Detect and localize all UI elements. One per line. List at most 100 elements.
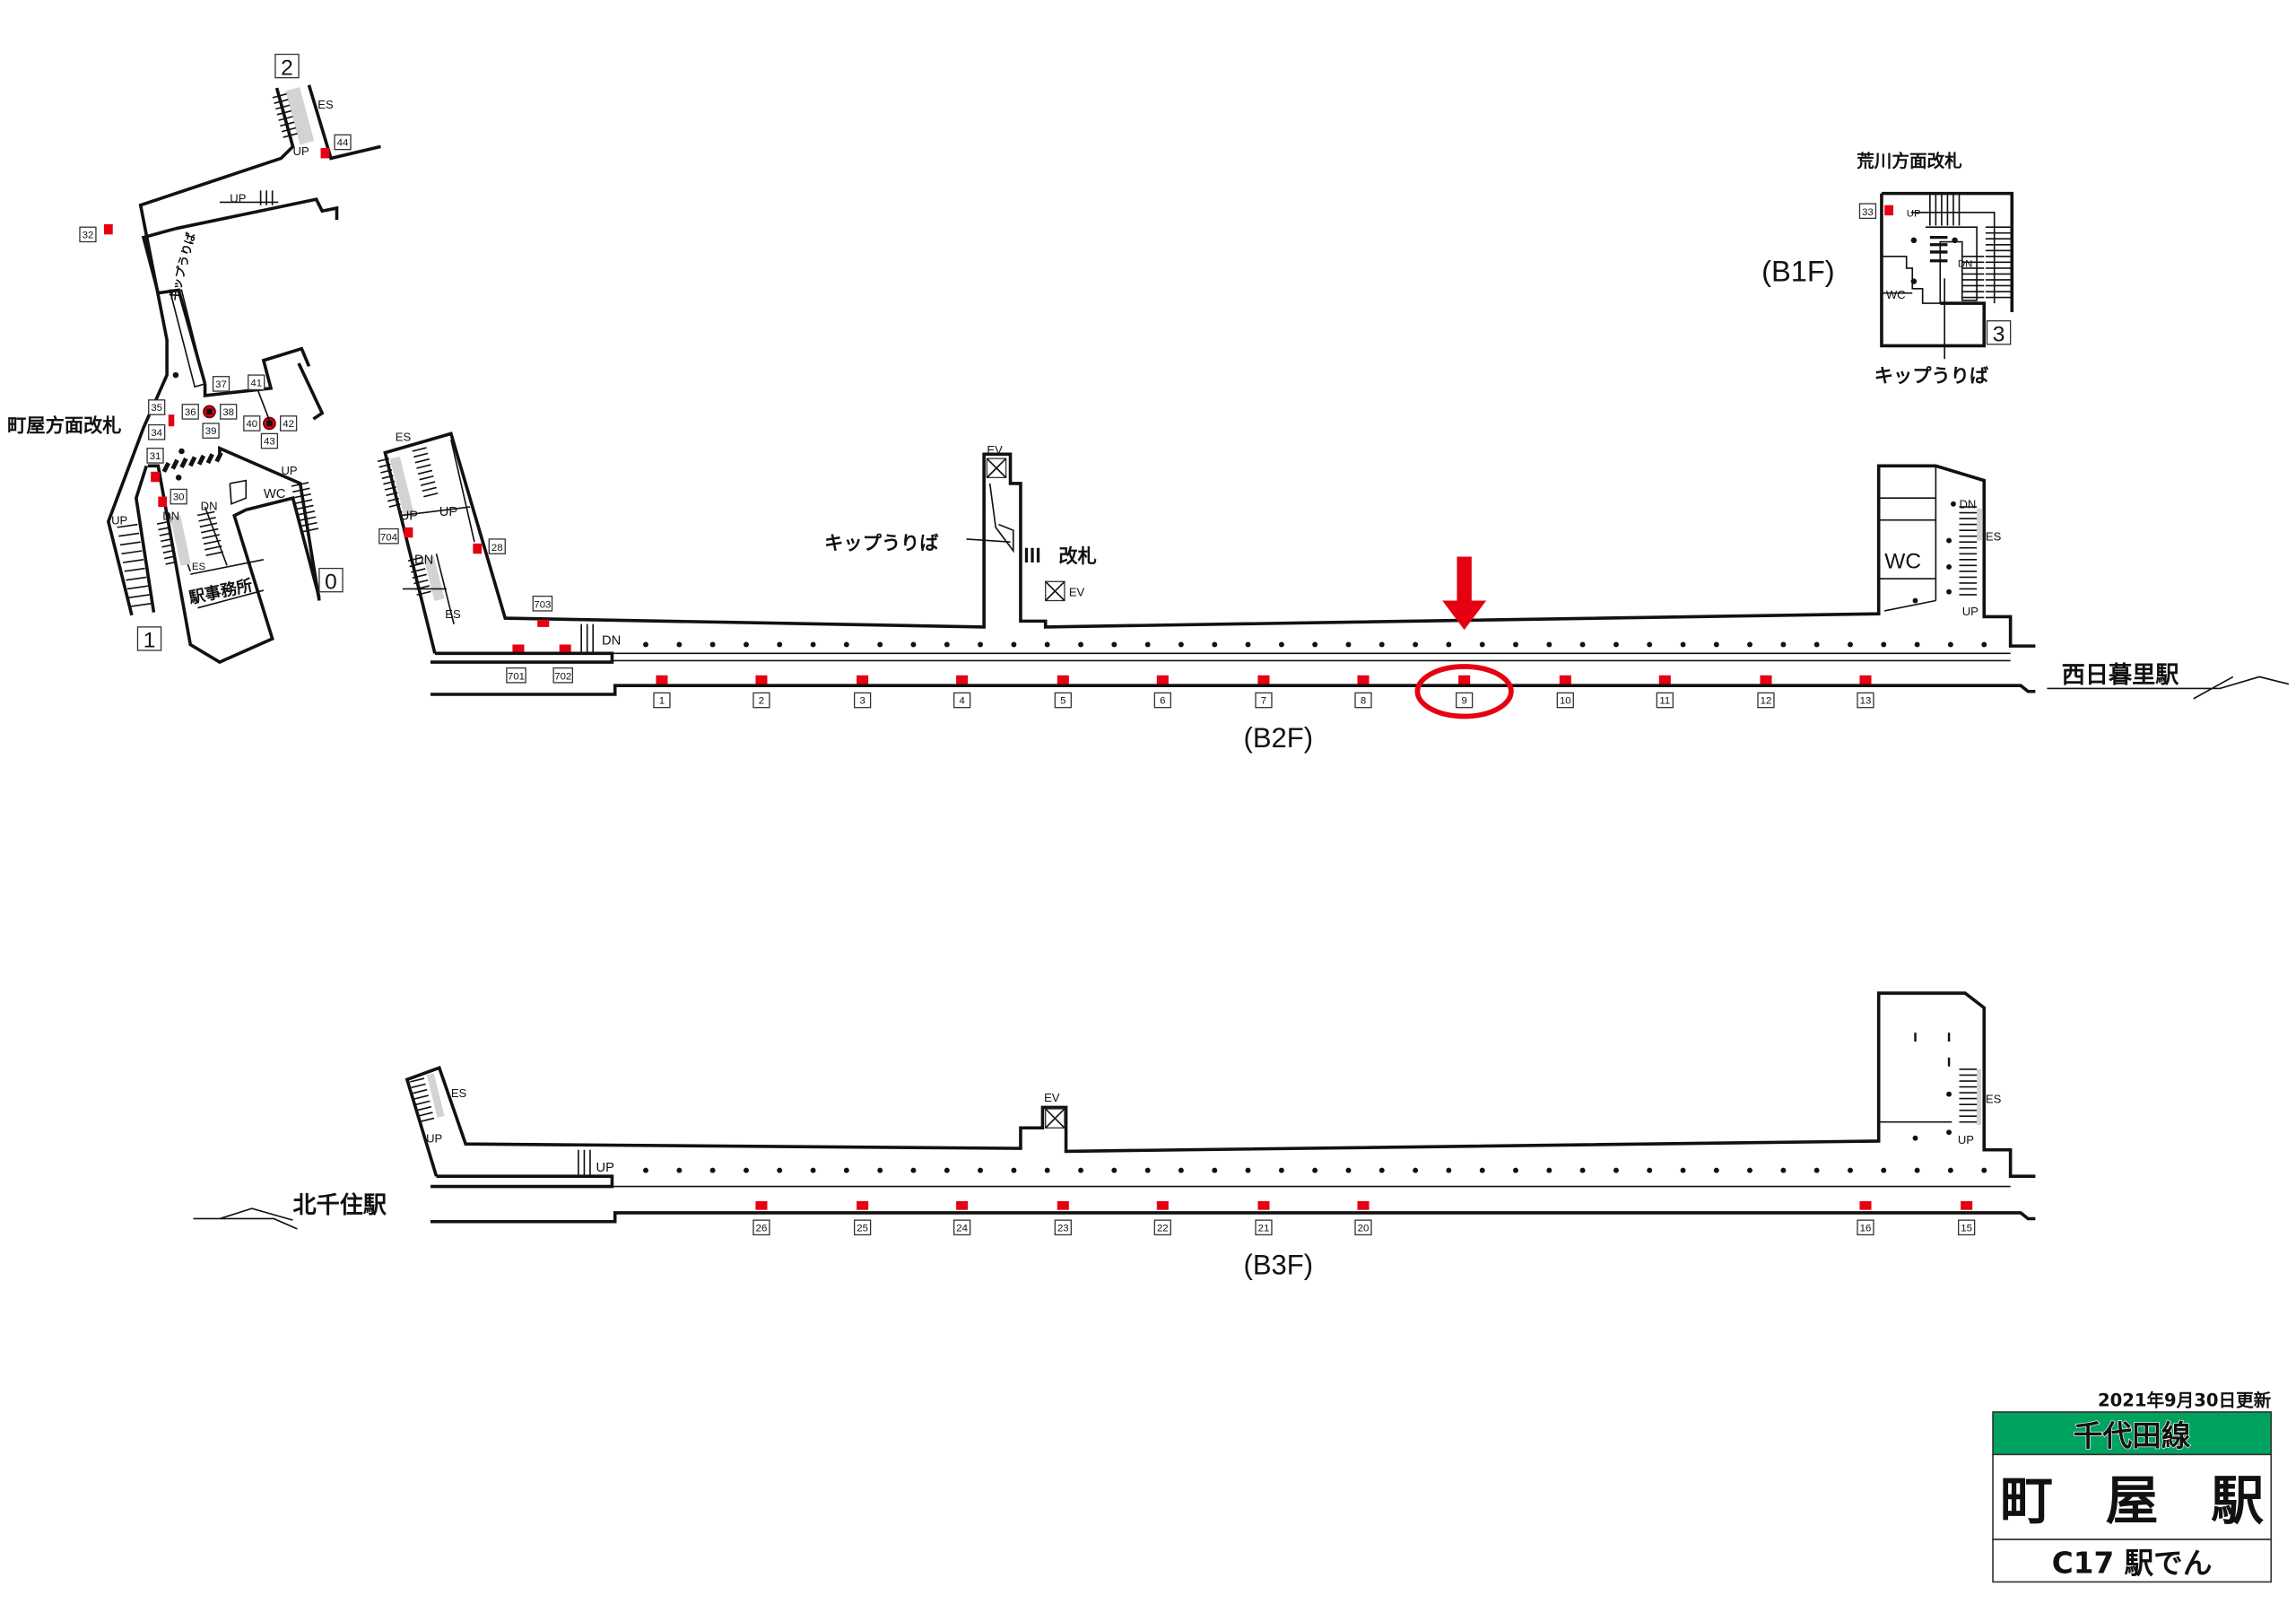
dn-label: DN <box>1958 258 1972 269</box>
pillar-dot <box>1111 641 1118 648</box>
marker-number: 31 <box>150 451 161 462</box>
pillar-dot <box>978 1167 983 1173</box>
pillar-dot <box>1413 1167 1419 1173</box>
car-number: 22 <box>1157 1223 1169 1234</box>
pillar-dot <box>1881 641 1887 648</box>
pillar-dot <box>643 1167 648 1173</box>
pillar-dot <box>1078 1167 1083 1173</box>
car-number-box <box>1255 1219 1273 1236</box>
up-label: UP <box>1958 1133 1974 1146</box>
car-number: 26 <box>756 1223 768 1234</box>
car-number: 9 <box>1461 696 1466 707</box>
up-label: UP <box>596 1161 614 1175</box>
car-door-marker <box>956 675 969 684</box>
marker-number: 39 <box>205 426 217 437</box>
up-label: UP <box>426 1132 442 1146</box>
pillar-dot <box>1947 641 1953 648</box>
pillar-dot <box>777 641 783 648</box>
car-number-box <box>1656 692 1674 709</box>
dn-label: DN <box>602 633 621 648</box>
up-label: UP <box>1907 209 1921 220</box>
nishinippori-direction-label: 西日暮里駅 <box>2062 662 2179 689</box>
marker-number: 43 <box>264 437 275 448</box>
car-number: 15 <box>1961 1223 1972 1234</box>
car-number-box <box>1757 692 1775 709</box>
car-door-marker <box>1458 675 1471 684</box>
car-number: 25 <box>857 1223 868 1234</box>
car-door-marker <box>1658 675 1671 684</box>
marker-number: 42 <box>283 419 294 430</box>
pillar-dot <box>1178 1167 1184 1173</box>
es-label: ES <box>396 431 412 444</box>
line-name: 千代田線 <box>2074 1419 2191 1453</box>
pillar-dot <box>709 641 716 648</box>
car-number-box <box>1255 692 1273 709</box>
up-label: UP <box>230 191 246 205</box>
pillar-dot <box>1513 1167 1518 1173</box>
pillar-dot <box>1378 641 1385 648</box>
up-label: UP <box>1962 605 1979 618</box>
exit-2-label: 2 <box>281 56 293 80</box>
up-label: UP <box>400 510 419 524</box>
exit-0-label: 0 <box>325 570 337 594</box>
pillar-dot <box>1245 641 1251 648</box>
car-number-box <box>953 1219 971 1236</box>
red-arrow-icon <box>1442 556 1487 631</box>
arakawa-gate-label: 荒川方面改札 <box>1856 151 1962 171</box>
pillar-dot <box>676 1167 683 1173</box>
pillar-dot <box>1312 1167 1318 1173</box>
pillar-dot <box>944 1167 950 1173</box>
car-number-box <box>1054 1219 1072 1236</box>
pillar-dot <box>1848 641 1853 648</box>
marker-number: 38 <box>222 407 234 418</box>
pillar-dot <box>1713 1167 1719 1173</box>
pillar-dot <box>944 641 950 648</box>
car-door-marker <box>755 675 768 684</box>
car-number-box <box>1556 692 1574 709</box>
pillar-dot <box>1914 641 1920 648</box>
pillar-dot <box>1011 641 1017 648</box>
car-number-box <box>653 692 671 709</box>
car-number: 3 <box>859 696 865 707</box>
pillar-dot <box>1848 1167 1853 1173</box>
car-number: 4 <box>959 696 965 707</box>
car-number: 21 <box>1258 1223 1270 1234</box>
car-door-marker <box>1859 675 1872 684</box>
pillar-dot <box>877 1167 883 1173</box>
marker-number: 32 <box>83 230 94 240</box>
pillar-dot <box>1479 1167 1485 1173</box>
marker-702-number: 702 <box>554 672 571 683</box>
pillar-dot <box>1647 1167 1653 1173</box>
pillar-dot <box>1212 1167 1218 1173</box>
station-info-box: 2021年9月30日更新 千代田線 町 屋 駅 C17 駅でん <box>1992 1390 2273 1583</box>
pillar-dot <box>1144 1167 1151 1173</box>
es-label: ES <box>1986 530 2002 544</box>
up-label: UP <box>281 464 297 477</box>
dn-label: DN <box>1959 498 1976 511</box>
pillar-dot <box>810 641 816 648</box>
car-door-marker <box>1057 1200 1069 1210</box>
es-label: ES <box>317 98 334 111</box>
car-number: 5 <box>1060 696 1065 707</box>
ticket-machines-left-label: キップうりば <box>168 231 199 303</box>
marker-number: 40 <box>246 419 257 430</box>
machiya-gate-label: 町屋方面改札 <box>7 414 121 438</box>
car-number: 1 <box>659 696 665 707</box>
marker-number: 44 <box>337 138 349 149</box>
wc-label: WC <box>1886 288 1906 301</box>
exit-3: 3 <box>1986 320 2012 347</box>
current-position-highlight <box>1414 556 1514 719</box>
station-office-label: 駅事務所 <box>187 575 255 608</box>
b1f-arakawa-concourse: 33 <box>1858 191 2014 360</box>
pillar-dot <box>1446 1167 1452 1173</box>
marker-number: 36 <box>185 407 196 418</box>
pillar-dot <box>1513 641 1518 648</box>
pillar-dot <box>1546 641 1552 648</box>
car-door-marker <box>857 675 869 684</box>
car-number-box <box>1857 692 1874 709</box>
exit-1-label: 1 <box>144 629 156 653</box>
